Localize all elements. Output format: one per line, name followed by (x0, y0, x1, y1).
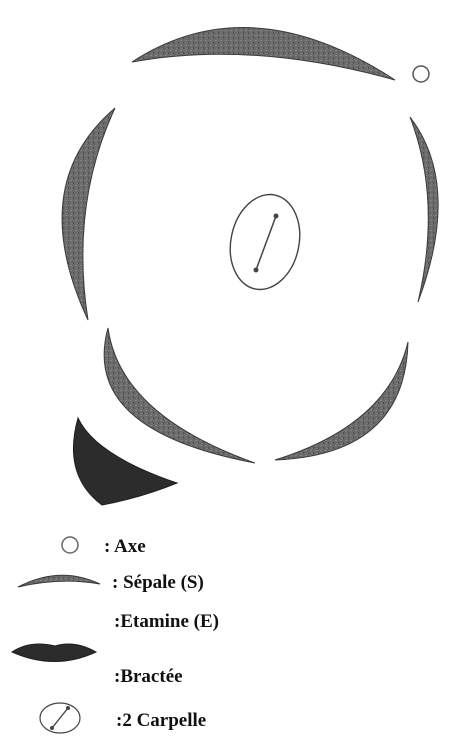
legend-carpelle-label: :2 Carpelle (116, 711, 206, 730)
legend-bract-icon (12, 644, 96, 662)
carpel-dot-bottom (254, 268, 259, 273)
legend-axe-label: : Axe (104, 537, 146, 556)
sepal-bottom-left (104, 328, 255, 463)
legend-etamine-label: :Etamine (E) (114, 612, 219, 631)
sepal-top (132, 28, 395, 80)
sepal-left (62, 108, 115, 320)
carpel-axis-line (256, 216, 276, 270)
legend-bractee-label: :Bractée (114, 667, 183, 686)
sepal-right (410, 117, 438, 302)
legend-sepale-label: : Sépale (S) (112, 573, 204, 592)
legend-sepal-icon (18, 575, 100, 587)
carpel-dot-top (274, 214, 279, 219)
carpel (222, 188, 308, 296)
legend-carpel-icon (40, 703, 80, 733)
carpel-ellipse (222, 188, 308, 296)
sepal-bottom-right (275, 342, 408, 460)
axis-circle (413, 66, 429, 82)
legend-axis-icon (62, 537, 78, 553)
